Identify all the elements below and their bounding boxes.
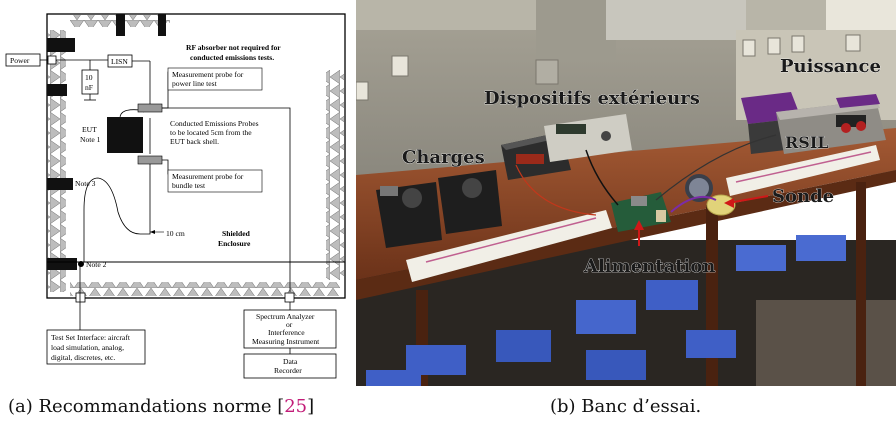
wall-outlet — [767, 37, 781, 55]
eut-label: EUT — [82, 125, 97, 134]
recorder-label: Data — [283, 357, 298, 366]
data-recorder-box — [243, 353, 337, 379]
caption-a-end: ] — [307, 396, 315, 417]
power-line-probe — [137, 103, 163, 113]
analyzer-label: Spectrum Analyzer — [256, 312, 315, 321]
wall-block — [47, 38, 75, 52]
puissance-label: Puissance — [780, 56, 881, 77]
top-block — [116, 14, 125, 36]
test-rail — [406, 210, 612, 282]
wall-outlet — [791, 35, 805, 53]
note-2-marker — [78, 261, 84, 267]
foam-block — [796, 235, 846, 261]
rf-absorber-note: RF absorber not required for — [186, 43, 281, 52]
caption-b: (b) Banc d’essai. — [550, 396, 701, 417]
rf-absorber-note-2: conducted emissions tests. — [190, 53, 274, 62]
foam-block — [576, 300, 636, 334]
foam-block — [586, 350, 646, 380]
test-set-interface-label-3: digital, discretes, etc. — [51, 353, 115, 362]
bundle-probe-label: Measurement probe for — [172, 172, 244, 181]
bundle-probe-label-2: bundle test — [172, 181, 206, 190]
dispositifs-label: Dispositifs extérieurs — [484, 88, 700, 109]
analyzer-label-2: or — [286, 320, 293, 329]
charges-label: Charges — [402, 147, 485, 168]
load-fixture — [438, 170, 502, 234]
bundle-probe-label-box — [167, 169, 263, 193]
absorber-bottom — [70, 282, 340, 296]
sonde-label: Sonde — [772, 186, 834, 207]
absorber-right — [326, 70, 344, 280]
alimentation-label: Alimentation — [583, 256, 715, 277]
foam-block — [366, 370, 421, 386]
wall-block — [47, 178, 73, 190]
bundle-probe — [137, 155, 163, 165]
caption-a-reference-link[interactable]: 25 — [284, 396, 308, 417]
capacitor-unit: nF — [85, 83, 93, 92]
wall-block — [47, 84, 67, 96]
foam-block — [496, 330, 551, 362]
shielded-enclosure-outline — [46, 13, 346, 299]
distance-label: 10 cm — [166, 229, 185, 238]
test-set-interface-label-2: load simulation, analog, — [51, 343, 124, 352]
spectrum-analyzer-box — [243, 309, 337, 349]
shielded-enclosure-label-2: Enclosure — [218, 239, 251, 248]
rsil-label: RSIL — [785, 133, 829, 152]
test-rail — [726, 145, 880, 196]
foam-block — [686, 330, 736, 358]
note-3: Note 3 — [75, 179, 96, 188]
analyzer-label-3: Interference — [268, 328, 305, 337]
analyzer-label-4: Measuring Instrument — [252, 337, 320, 346]
test-set-interface-box — [46, 329, 146, 365]
test-setup-diagram: Power LISN 10 nF EUT Note 1 Measurement … — [5, 13, 346, 379]
current-probe — [685, 174, 713, 202]
absorber-left — [48, 30, 66, 292]
test-set-interface-label: Test Set Interface: aircraft — [51, 333, 131, 342]
top-block — [158, 14, 166, 36]
power-probe-label-2: power line test — [172, 79, 218, 88]
eut-box — [107, 117, 143, 153]
wall-outlet — [391, 55, 409, 77]
capacitor-value: 10 — [85, 73, 93, 82]
caption-b-text: (b) Banc d’essai. — [550, 396, 702, 417]
caption-a: (a) Recommandations norme [25] — [8, 396, 314, 417]
conducted-probes-note: Conducted Emissions Probes — [170, 119, 259, 128]
caption-a-text: (a) Recommandations norme [ — [8, 396, 285, 417]
eut-note: Note 1 — [80, 135, 101, 144]
conducted-probes-note-2: to be located 5cm from the — [170, 128, 252, 137]
wall-outlet — [742, 39, 756, 57]
conducted-probes-note-3: EUT back shell. — [170, 137, 219, 146]
wall-block — [47, 258, 77, 270]
foam-block — [736, 245, 786, 271]
foam-block — [646, 280, 698, 310]
power-label: Power — [10, 56, 30, 65]
test-bench-photo: Dispositifs extérieurs Puissance Charges… — [356, 0, 896, 386]
shielded-enclosure-label: Shielded — [222, 229, 251, 238]
note-2: Note 2 — [86, 260, 107, 269]
lisn-label: LISN — [111, 57, 128, 66]
load-fixture — [376, 182, 442, 248]
recorder-label-2: Recorder — [274, 366, 302, 375]
wall-outlet — [356, 81, 369, 101]
sonde-arrow — [727, 195, 769, 204]
power-probe-label: Measurement probe for — [172, 70, 244, 79]
power-probe-label-box — [167, 67, 263, 91]
wall-outlet — [845, 34, 861, 52]
wall-outlet — [535, 59, 559, 85]
